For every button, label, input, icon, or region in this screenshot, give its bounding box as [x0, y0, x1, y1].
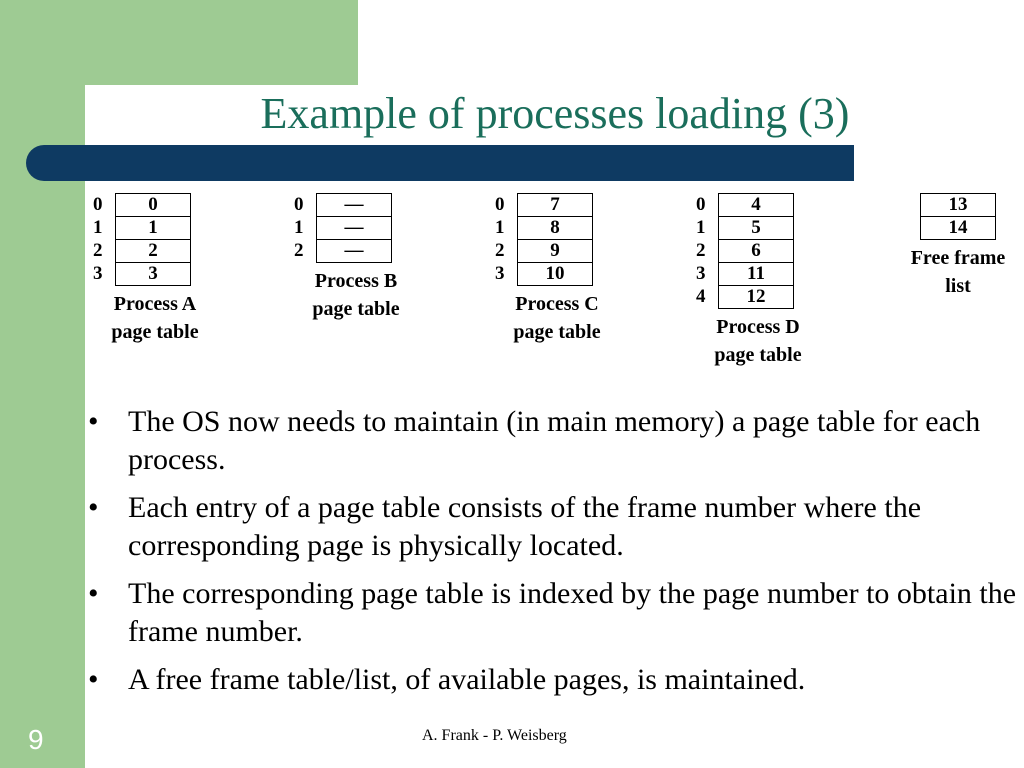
sidebar-left-decoration [0, 0, 85, 768]
table-caption: Process A page table [75, 290, 235, 346]
bullet-item: • A free frame table/list, of available p… [88, 661, 1018, 699]
page-index: 2 [294, 240, 304, 261]
bullet-text: The OS now needs to maintain (in main me… [128, 405, 981, 476]
bullet-list: • The OS now needs to maintain (in main m… [88, 403, 1018, 709]
frame-number-cell: 11 [718, 262, 794, 286]
frame-number-cell: — [316, 216, 392, 240]
bullet-text: Each entry of a page table consists of t… [128, 491, 922, 562]
bullet-item: • The OS now needs to maintain (in main m… [88, 403, 1018, 479]
frame-number-cell: 3 [115, 262, 191, 286]
frame-number-cell: 1 [115, 216, 191, 240]
table-caption: Process B page table [276, 267, 436, 323]
page-index: 1 [696, 217, 706, 238]
caption-line: Process B [314, 270, 398, 292]
caption-line: page table [513, 321, 601, 343]
caption-line: Process D [716, 316, 800, 338]
page-index: 0 [93, 194, 103, 215]
bullet-item: • The corresponding page table is indexed… [88, 575, 1018, 651]
bullet-item: • Each entry of a page table consists of … [88, 489, 1018, 565]
caption-line: page table [714, 344, 802, 366]
caption-line: Process A [113, 293, 197, 315]
table-caption: Process D page table [678, 313, 838, 369]
title-underline-bar [26, 145, 854, 181]
frame-number-cell: 10 [517, 262, 593, 286]
bullet-text: The corresponding page table is indexed … [128, 577, 1017, 648]
caption-line: Process C [515, 293, 599, 315]
caption-line: page table [111, 321, 199, 343]
frame-number-cell: — [316, 193, 392, 217]
free-frame-cell: 14 [920, 216, 996, 240]
bullet-symbol: • [88, 577, 99, 610]
frame-number-cell: — [316, 239, 392, 263]
page-index: 0 [294, 194, 304, 215]
slide-number: 9 [28, 724, 44, 755]
frame-number-cell: 5 [718, 216, 794, 240]
frame-number-cell: 7 [517, 193, 593, 217]
frame-number-cell: 9 [517, 239, 593, 263]
page-index: 4 [696, 286, 706, 307]
page-index: 1 [294, 217, 304, 238]
frame-number-cell: 12 [718, 285, 794, 309]
bullet-symbol: • [88, 491, 99, 524]
caption-line: list [945, 275, 971, 297]
page-index: 0 [696, 194, 706, 215]
frame-number-cell: 2 [115, 239, 191, 263]
page-index: 0 [495, 194, 505, 215]
table-caption: Process C page table [477, 290, 637, 346]
frame-number-cell: 6 [718, 239, 794, 263]
frame-number-cell: 8 [517, 216, 593, 240]
bullet-symbol: • [88, 663, 99, 696]
frame-number-cell: 0 [115, 193, 191, 217]
bullet-text: A free frame table/list, of available pa… [128, 663, 806, 696]
page-index: 2 [93, 240, 103, 261]
bullet-symbol: • [88, 405, 99, 438]
table-caption: Free frame list [878, 244, 1024, 300]
page-index: 2 [696, 240, 706, 261]
footer-author: A. Frank - P. Weisberg [422, 727, 567, 744]
page-index: 3 [93, 263, 103, 284]
frame-number-cell: 4 [718, 193, 794, 217]
caption-line: page table [312, 298, 400, 320]
page-index: 1 [495, 217, 505, 238]
page-index: 3 [696, 263, 706, 284]
slide-title: Example of processes loading (3) [260, 89, 850, 138]
page-index: 3 [495, 263, 505, 284]
free-frame-cell: 13 [920, 193, 996, 217]
page-index: 1 [93, 217, 103, 238]
caption-line: Free frame [910, 247, 1006, 269]
page-index: 2 [495, 240, 505, 261]
